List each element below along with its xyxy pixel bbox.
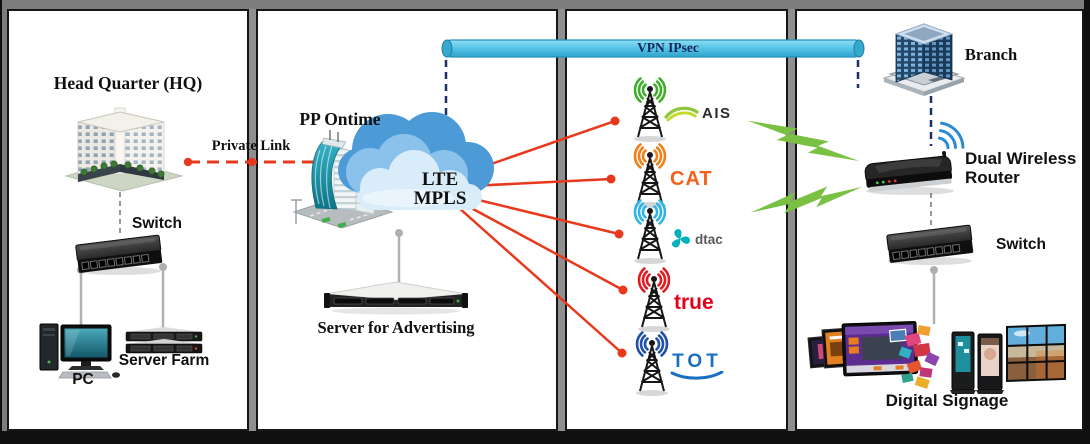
carrier-links <box>457 119 624 354</box>
kiosk-2 <box>976 333 1004 394</box>
tower-tot <box>635 331 669 397</box>
frame-bottom <box>0 431 1090 444</box>
pp-ontime-label: PP Ontime <box>299 109 381 129</box>
frame-left <box>0 0 2 444</box>
ais-swoosh-icon <box>664 106 699 122</box>
lte-mpls-cloud <box>338 112 494 210</box>
private-link-label: Private Link <box>211 138 291 154</box>
dtac-logo-text: dtac <box>695 231 723 247</box>
ais-logo: AIS <box>664 104 732 122</box>
tower-cat <box>633 143 667 209</box>
hq-building <box>64 107 184 192</box>
true-logo-text: true <box>674 291 714 314</box>
cat-logo-text: CAT <box>670 168 713 190</box>
true-logo: true <box>674 291 714 315</box>
wireless-router-device <box>864 151 954 195</box>
branch-label: Branch <box>964 45 1018 64</box>
branch-building <box>882 23 966 96</box>
pc-label: PC <box>72 371 94 388</box>
server-farm-device <box>125 327 203 354</box>
gray-connectors <box>79 233 936 330</box>
advertising-server-device <box>324 281 468 315</box>
cat-logo: CAT <box>670 168 713 191</box>
panel-divider-1 <box>247 9 258 431</box>
ais-logo-text: AIS <box>702 104 732 122</box>
tot-logo-text: TOT <box>672 351 722 372</box>
router-label-line2: Router <box>965 168 1020 187</box>
branch-switch-label: Switch <box>996 236 1046 253</box>
router-label: Dual Wireless Router <box>965 149 1090 187</box>
vpn-tube <box>441 39 865 58</box>
cloud-label: LTE MPLS <box>398 170 482 208</box>
tower-true <box>637 267 671 333</box>
building-dashed-links <box>119 192 932 235</box>
branch-switch-device <box>886 224 974 266</box>
red-link-dots <box>183 116 628 358</box>
digital-signage-devices <box>807 320 1066 394</box>
tower-ais <box>633 77 667 143</box>
digital-signage-label: Digital Signage <box>885 391 1009 410</box>
cloud-label-line1: LTE <box>421 169 459 190</box>
hq-switch-device <box>75 234 163 276</box>
wifi-waves-icon <box>937 121 965 150</box>
dtac-propeller-icon <box>671 229 690 248</box>
kiosk-1 <box>950 331 976 394</box>
tot-logo: TOT <box>670 351 724 380</box>
pc-device <box>39 323 120 379</box>
server-farm-label: Server Farm <box>118 352 210 369</box>
router-label-line1: Dual Wireless <box>965 149 1077 168</box>
hq-switch-label: Switch <box>132 215 182 232</box>
video-wall <box>1006 323 1066 382</box>
wireless-bolts <box>743 113 865 226</box>
hq-title: Head Quarter (HQ) <box>53 73 203 93</box>
panel-divider-3 <box>786 9 797 431</box>
cloud-label-line2: MPLS <box>413 188 467 209</box>
media-collage <box>888 325 940 389</box>
vpn-dashed-drops <box>444 60 933 146</box>
dtac-logo: dtac <box>668 227 723 251</box>
tower-dtac <box>633 199 667 265</box>
tot-swoosh-icon <box>670 371 724 380</box>
advertising-server-label: Server for Advertising <box>317 318 475 337</box>
frame-right <box>1084 0 1090 444</box>
vpn-ipsec-label: VPN IPsec <box>637 40 699 55</box>
